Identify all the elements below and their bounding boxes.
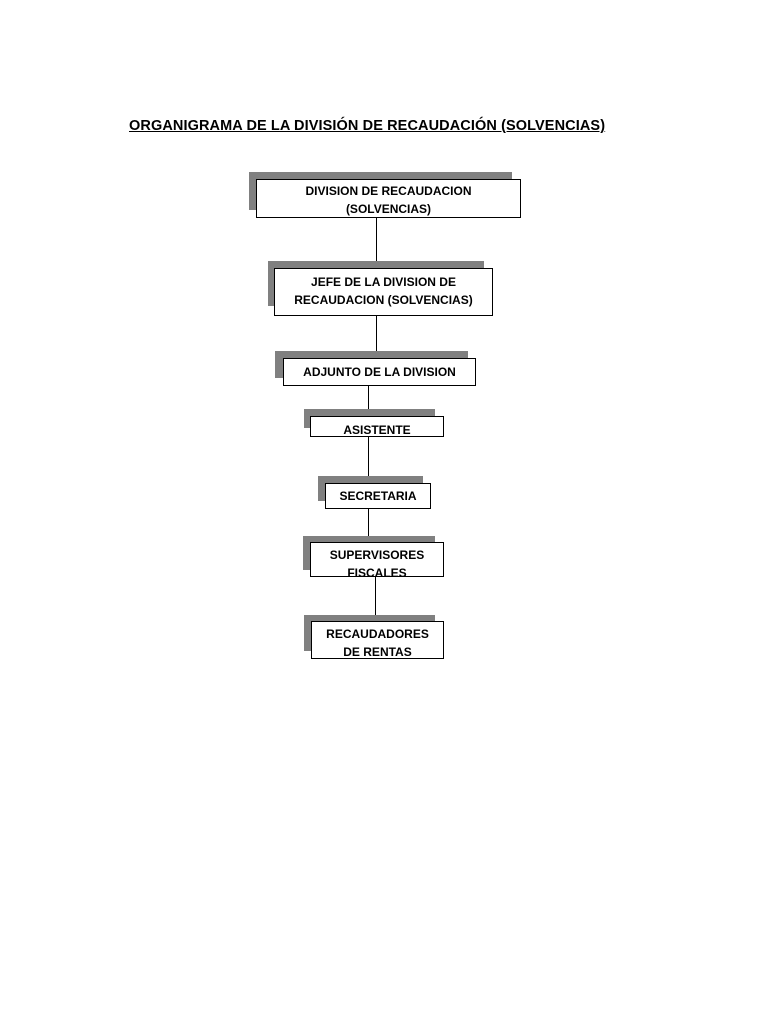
connector-line: [368, 509, 369, 538]
node-adjunto-division: ADJUNTO DE LA DIVISION: [283, 358, 476, 386]
connector-line: [376, 316, 377, 352]
node-label-line1: ASISTENTE: [343, 423, 411, 437]
node-label-line2: (SOLVENCIAS): [345, 202, 432, 216]
node-secretaria: SECRETARIA: [325, 483, 431, 509]
connector-line: [376, 218, 377, 262]
node-label-line2: RECAUDACION (SOLVENCIAS): [294, 293, 473, 307]
node-label-line2: DE RENTAS: [343, 645, 412, 659]
node-asistente: ASISTENTE: [310, 416, 444, 437]
chart-title: ORGANIGRAMA DE LA DIVISIÓN DE RECAUDACIÓ…: [129, 118, 606, 134]
node-division-recaudacion: DIVISION DE RECAUDACION (SOLVENCIAS): [256, 179, 521, 218]
connector-line: [368, 437, 369, 477]
node-jefe-division: JEFE DE LA DIVISION DE RECAUDACION (SOLV…: [274, 268, 493, 316]
node-recaudadores-rentas: RECAUDADORES DE RENTAS: [311, 621, 444, 659]
node-label-line1: RECAUDADORES: [326, 627, 429, 641]
node-supervisores-fiscales: SUPERVISORES FISCALES: [310, 542, 444, 577]
node-label-line1: ADJUNTO DE LA DIVISION: [303, 365, 456, 379]
connector-line: [368, 386, 369, 410]
connector-line: [375, 577, 376, 616]
node-label-line1: SUPERVISORES: [329, 548, 425, 562]
node-label-line2: FISCALES: [347, 566, 407, 577]
node-label-line1: SECRETARIA: [339, 489, 417, 503]
node-label-line1: JEFE DE LA DIVISION DE: [311, 275, 456, 289]
node-label-line1: DIVISION DE RECAUDACION: [305, 184, 472, 198]
